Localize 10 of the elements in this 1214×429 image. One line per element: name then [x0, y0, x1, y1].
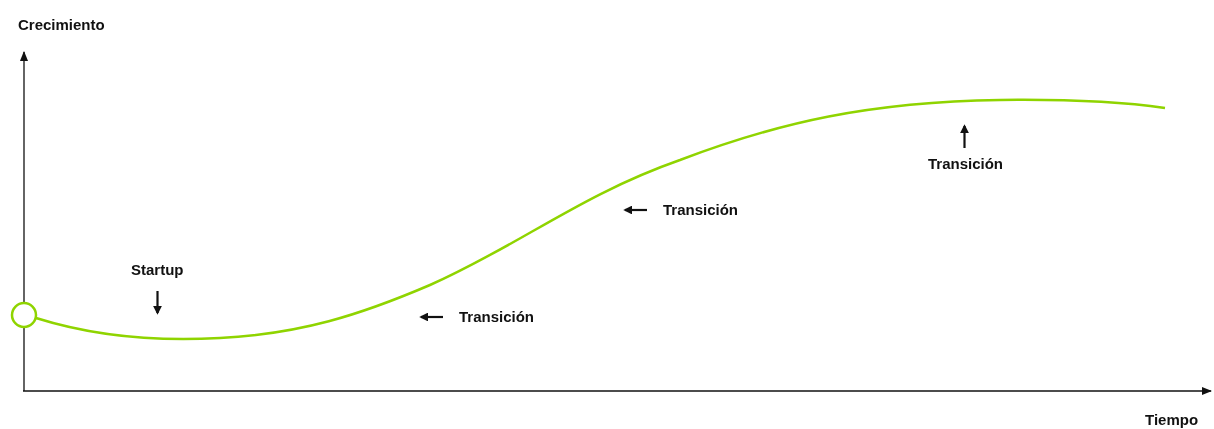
- axis-title: Tiempo: [1145, 411, 1199, 429]
- stage-label: Transición: [459, 308, 535, 326]
- axis-title: Crecimiento: [18, 16, 105, 34]
- stage-label: Transición: [928, 155, 1004, 173]
- pointer-arrow: [960, 124, 969, 148]
- stage-label: Transición: [663, 201, 739, 219]
- stage-label: Startup: [131, 261, 184, 279]
- pointer-arrow: [623, 205, 647, 215]
- pointer-arrow: [419, 312, 443, 322]
- pointer-arrow: [153, 291, 162, 315]
